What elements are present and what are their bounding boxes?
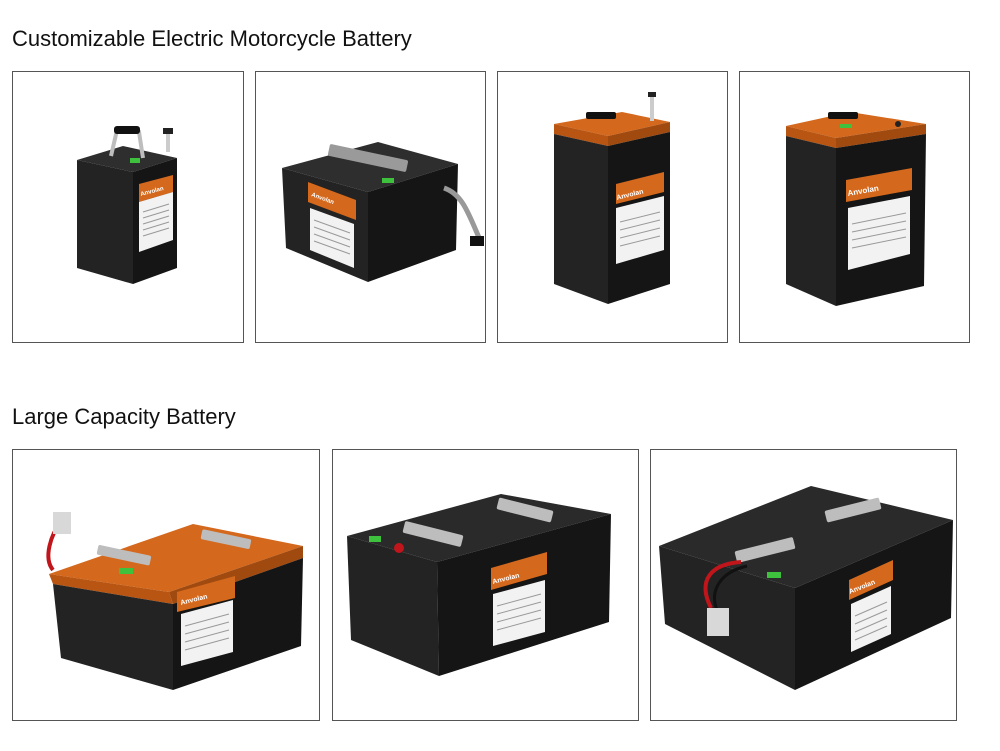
section-title-motorcycle: Customizable Electric Motorcycle Battery <box>12 26 412 51</box>
product-image-card[interactable]: Anvolan <box>12 71 244 343</box>
product-image-card[interactable]: Anvolan <box>332 449 639 721</box>
product-image-card[interactable]: Anvolan <box>739 71 970 343</box>
battery-image: Anvolan <box>347 494 611 676</box>
product-image-card[interactable]: Anvolan <box>12 449 320 721</box>
battery-image: Anvolan <box>786 112 926 306</box>
battery-image: Anvolan <box>554 92 670 304</box>
battery-image: Anvolan <box>282 142 484 282</box>
product-image-card[interactable]: Anvolan <box>255 71 486 343</box>
product-image-card[interactable]: Anvolan <box>497 71 728 343</box>
battery-image: Anvolan <box>659 486 953 690</box>
battery-image: Anvolan <box>77 126 177 284</box>
battery-image: Anvolan <box>46 512 303 690</box>
product-image-card[interactable]: Anvolan <box>650 449 957 721</box>
section-title-large-capacity: Large Capacity Battery <box>12 404 236 429</box>
